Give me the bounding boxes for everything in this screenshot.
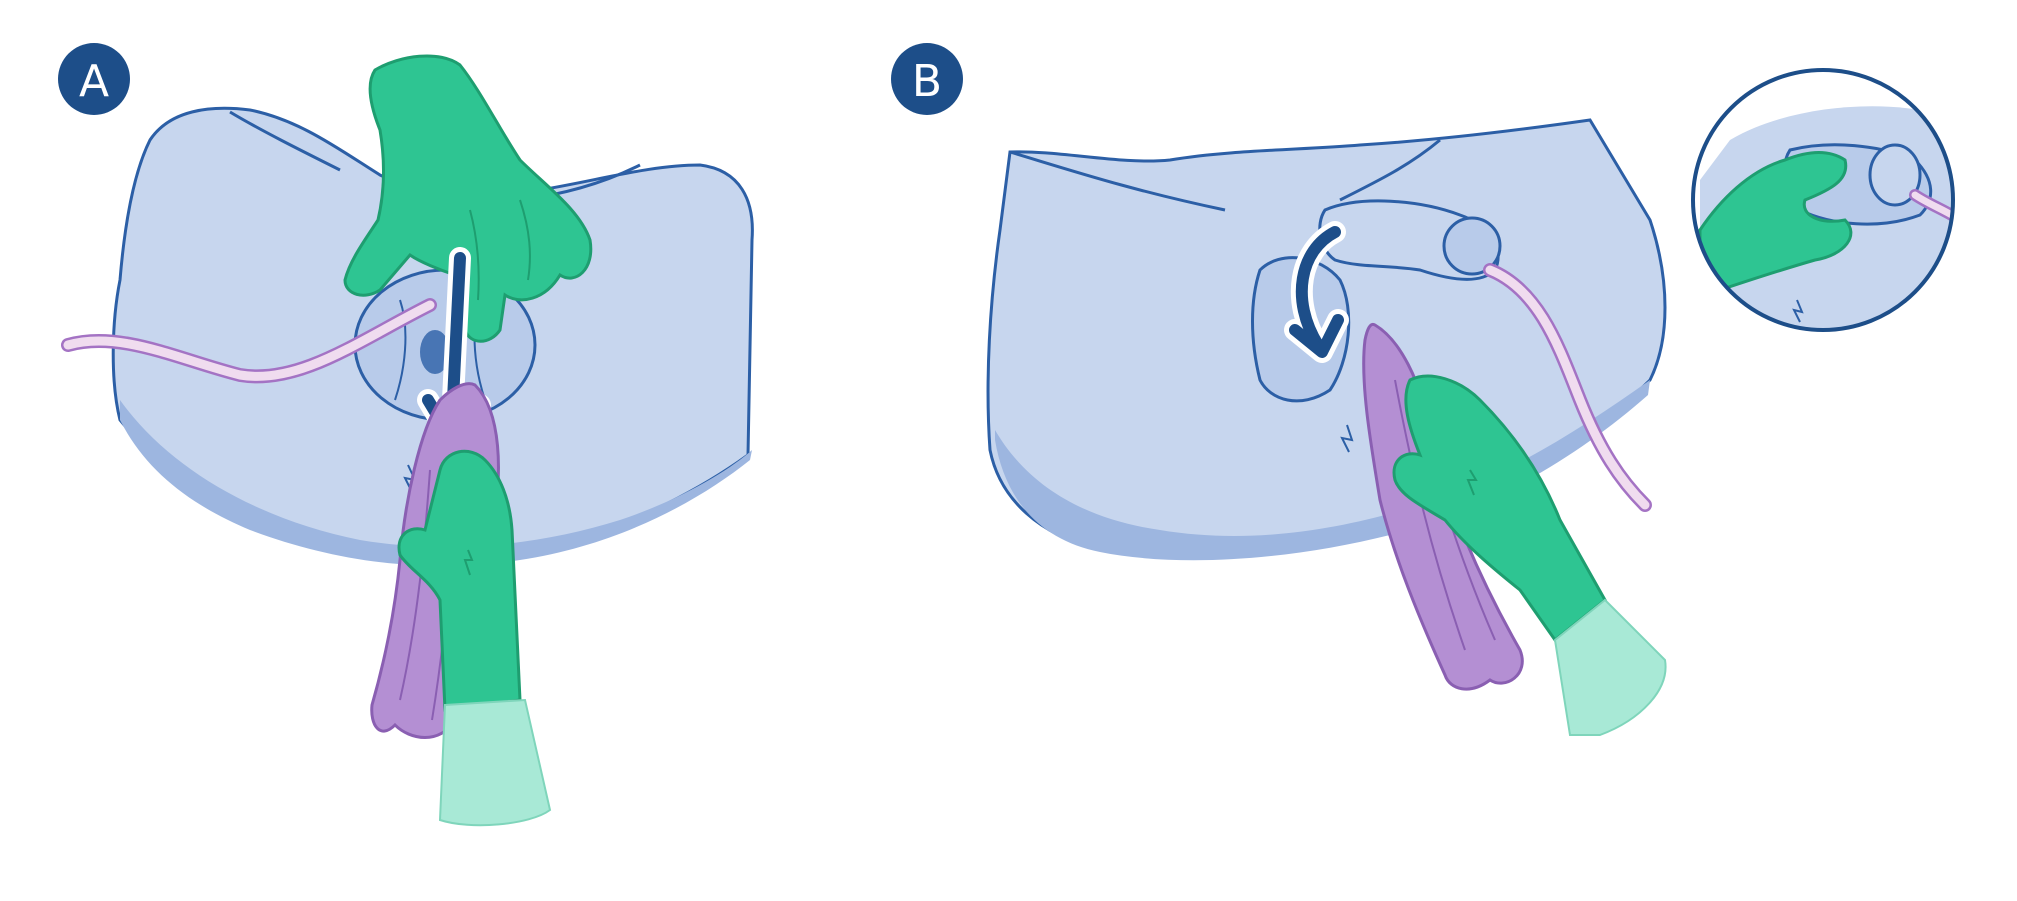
panel-a-badge: A <box>58 43 130 115</box>
panel-b-glove <box>1392 374 1667 736</box>
panel-b-badge: B <box>891 43 963 115</box>
panel-b: B <box>891 43 1955 736</box>
panel-a-lower-glove <box>397 449 552 827</box>
panel-a-label: A <box>79 56 109 107</box>
curved-arrow-icon <box>1284 221 1349 363</box>
panel-a: A <box>58 43 754 827</box>
panel-a-upper-glove <box>343 54 593 343</box>
magnified-inset-icon <box>1691 68 1955 332</box>
panel-b-label: B <box>912 56 942 107</box>
